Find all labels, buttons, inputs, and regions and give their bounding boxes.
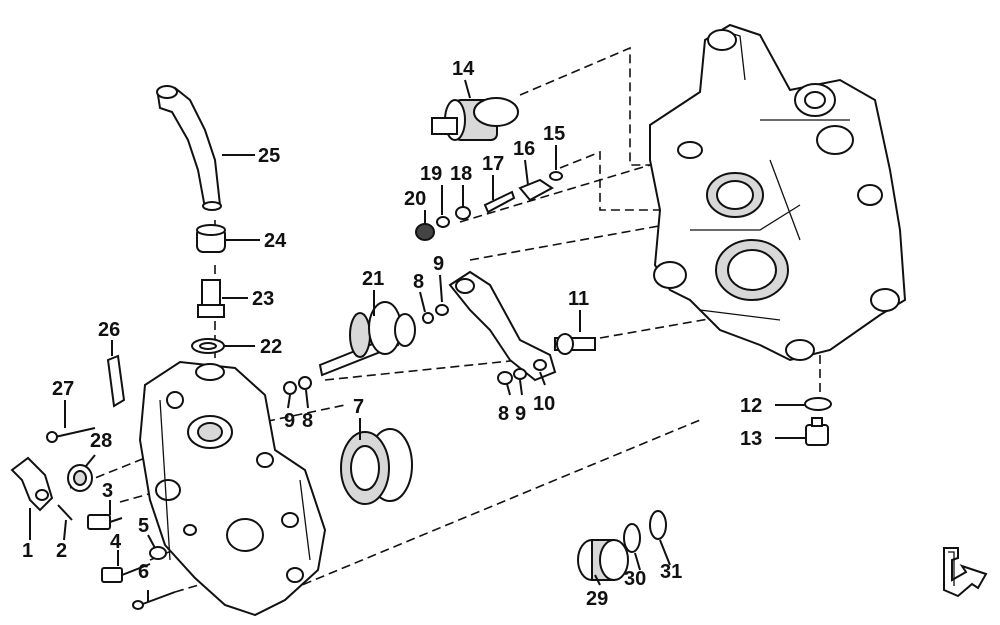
callout-4: 4: [110, 531, 122, 553]
callout-17: 17: [482, 153, 504, 175]
callout-5: 5: [138, 515, 149, 537]
callout-25: 25: [258, 145, 280, 167]
callout-9-left: 9: [284, 410, 295, 432]
callout-8-left: 8: [302, 410, 313, 432]
callout-22: 22: [260, 336, 282, 358]
callout-3: 3: [102, 480, 113, 502]
callout-16: 16: [513, 138, 535, 160]
callout-9-upper: 9: [433, 253, 444, 275]
callout-9-lower: 9: [515, 403, 526, 425]
callout-8-lower: 8: [498, 403, 509, 425]
callout-labels: 1 2 3 4 5 6 7 8 8 8 9 9 9 10 11 12 13 14…: [22, 58, 762, 610]
callout-11: 11: [568, 288, 589, 310]
callout-13: 13: [740, 428, 762, 450]
breather-hose-group: [156, 85, 238, 354]
tensioner-arm: [448, 270, 596, 385]
callout-19: 19: [420, 163, 442, 185]
callout-31: 31: [660, 561, 682, 583]
callout-8-upper: 8: [413, 271, 424, 293]
callout-18: 18: [450, 163, 472, 185]
callout-27: 27: [52, 378, 74, 400]
starter-idle-gear: [431, 97, 519, 141]
callout-6: 6: [138, 561, 149, 583]
front-arrow-icon: [943, 547, 988, 598]
callout-12: 12: [740, 395, 762, 417]
callout-24: 24: [264, 230, 287, 252]
callout-26: 26: [98, 319, 120, 341]
callout-23: 23: [252, 288, 274, 310]
leader-lines: [29, 79, 805, 602]
drain-plug: [804, 397, 832, 446]
left-fasteners: [10, 354, 176, 610]
callout-1: 1: [22, 540, 33, 562]
washers-left: [283, 376, 312, 395]
callout-7: 7: [353, 396, 364, 418]
callout-10: 10: [533, 393, 555, 415]
crankcase-housing: [649, 23, 907, 362]
callout-21: 21: [362, 268, 384, 290]
left-side-cover: [138, 360, 327, 617]
callout-15: 15: [543, 123, 565, 145]
callout-14: 14: [452, 58, 475, 80]
callout-30: 30: [624, 568, 646, 590]
callout-20: 20: [404, 188, 426, 210]
callout-2: 2: [56, 540, 67, 562]
callout-29: 29: [586, 588, 608, 610]
callout-28: 28: [90, 430, 112, 452]
loose-plug-parts: [577, 510, 667, 581]
ball-bearing: [340, 428, 413, 505]
kick-starter-shaft: [318, 301, 449, 377]
